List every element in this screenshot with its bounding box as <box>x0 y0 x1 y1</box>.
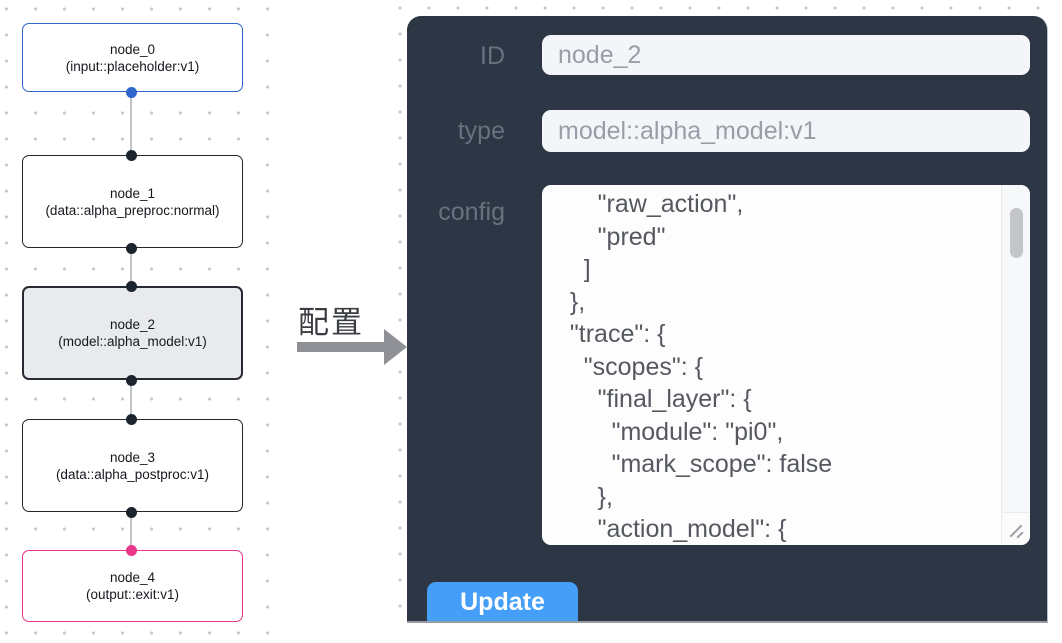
graph-node-node_4[interactable]: node_4 (output::exit:v1) <box>22 550 243 622</box>
textarea-resize-handle-icon[interactable] <box>1007 521 1027 541</box>
node-type-label: (data::alpha_preproc:normal) <box>45 202 220 218</box>
configure-annotation-label: 配置 <box>298 305 364 340</box>
node-type-label: (model::alpha_model:v1) <box>58 334 207 349</box>
node-config-panel: ID node_2 type model::alpha_model:v1 con… <box>407 16 1048 623</box>
port-node_1-output[interactable] <box>126 243 137 254</box>
config-scrollbar-thumb[interactable] <box>1010 208 1023 258</box>
port-node_2-output[interactable] <box>126 375 137 386</box>
graph-node-node_0[interactable]: node_0 (input::placeholder:v1) <box>22 23 243 92</box>
port-node_2-input[interactable] <box>126 281 137 292</box>
port-node_1-input[interactable] <box>126 150 137 161</box>
node-title: node_1 <box>109 185 156 201</box>
port-node_0-output[interactable] <box>126 87 137 98</box>
graph-canvas[interactable]: node_0 (input::placeholder:v1) node_1 (d… <box>0 0 282 643</box>
configure-arrow-head-icon <box>384 329 407 365</box>
update-button[interactable]: Update <box>427 582 578 621</box>
node-title: node_2 <box>109 317 156 332</box>
panel-backdrop-canvas: ID node_2 type model::alpha_model:v1 con… <box>392 0 1062 623</box>
type-field-label: type <box>457 117 505 145</box>
id-input[interactable]: node_2 <box>542 35 1030 75</box>
config-json-text[interactable]: "raw_action", "pred" ] }, "trace": { "sc… <box>569 190 833 543</box>
config-scrollbar-track[interactable] <box>1001 185 1030 545</box>
graph-node-node_3[interactable]: node_3 (data::alpha_postproc:v1) <box>22 419 243 512</box>
node-title: node_3 <box>109 449 156 465</box>
port-node_4-input[interactable] <box>126 545 137 556</box>
node-type-label: (output::exit:v1) <box>85 587 180 602</box>
edge-node_3-node_4 <box>130 512 132 550</box>
node-title: node_0 <box>109 41 156 57</box>
node-type-label: (input::placeholder:v1) <box>65 58 200 74</box>
port-node_3-output[interactable] <box>126 507 137 518</box>
node-title: node_4 <box>109 570 156 585</box>
configure-arrow <box>297 342 385 352</box>
type-input[interactable]: model::alpha_model:v1 <box>542 110 1030 152</box>
port-node_3-input[interactable] <box>126 414 137 425</box>
edge-node_0-node_1 <box>130 92 132 155</box>
node-type-label: (data::alpha_postproc:v1) <box>55 466 210 482</box>
graph-node-node_1[interactable]: node_1 (data::alpha_preproc:normal) <box>22 155 243 248</box>
edge-node_2-node_3 <box>130 380 132 419</box>
graph-node-node_2-selected[interactable]: node_2 (model::alpha_model:v1) <box>22 286 243 380</box>
config-field-label: config <box>438 198 505 226</box>
edge-node_1-node_2 <box>130 248 132 286</box>
config-textarea[interactable]: "raw_action", "pred" ] }, "trace": { "sc… <box>542 185 1030 545</box>
id-field-label: ID <box>480 42 505 70</box>
